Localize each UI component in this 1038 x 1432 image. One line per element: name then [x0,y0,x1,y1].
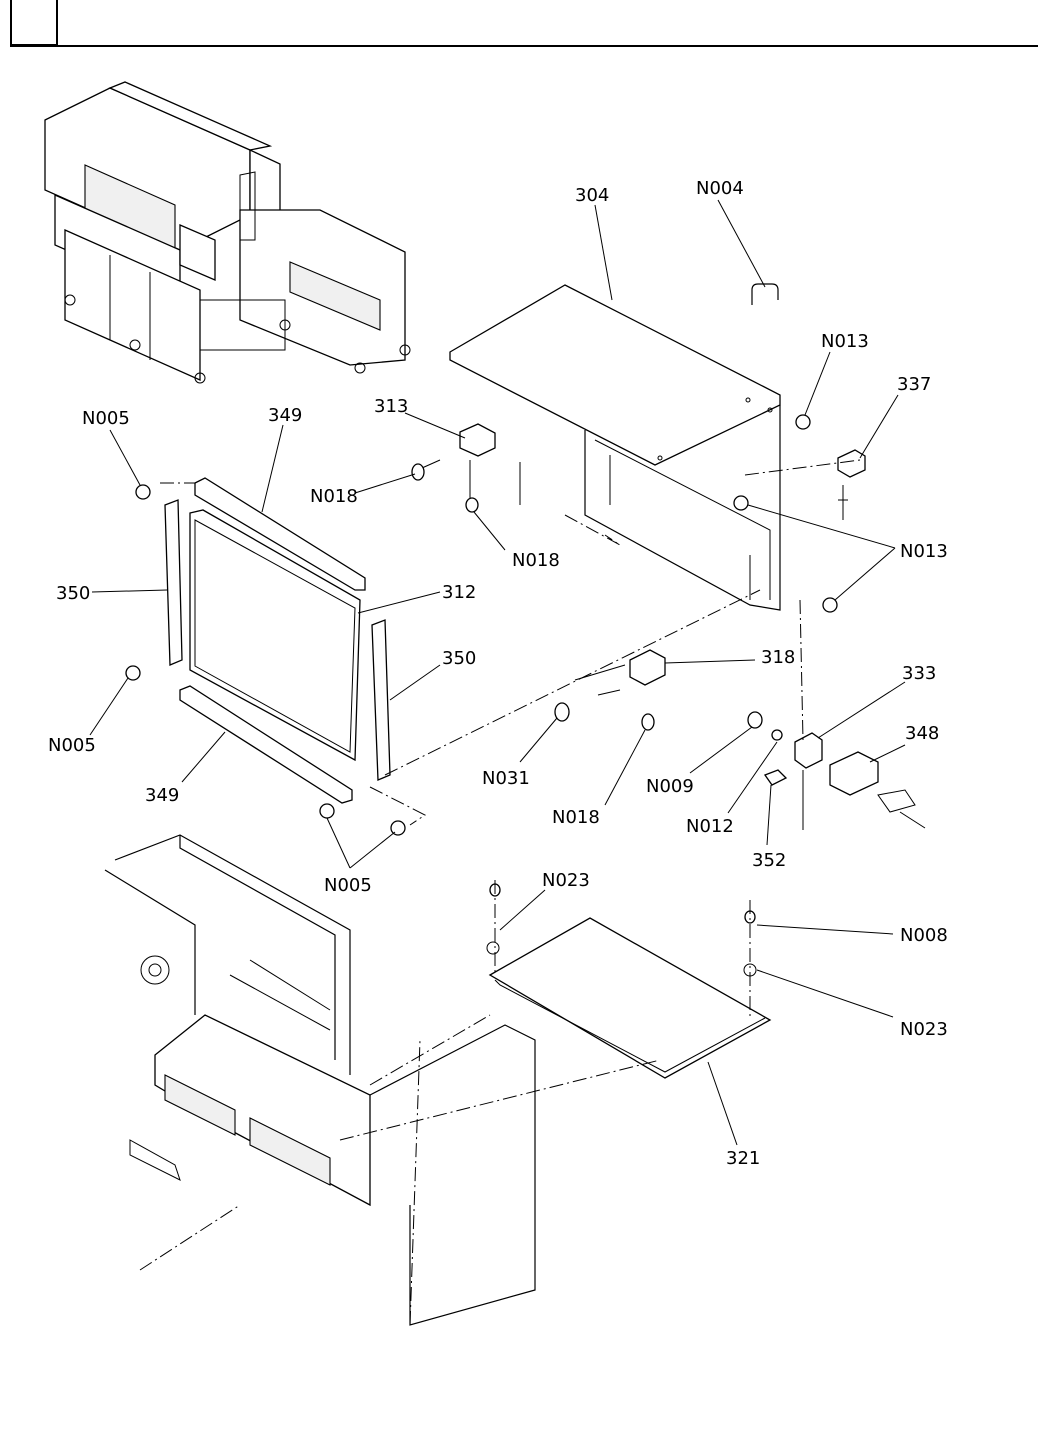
part-N013-knobs [734,415,837,612]
label-N018: N018 [310,486,358,507]
label-348: 348 [905,723,939,744]
part-318-hinge [630,650,665,685]
label-313: 313 [374,396,408,417]
machine-overview-drawing [45,82,410,383]
part-352-block [765,770,786,785]
part-350-right-rail [372,620,390,780]
label-312: 312 [442,582,476,603]
part-N004-hook [752,284,778,305]
label-350: 350 [56,583,90,604]
label-N023: N023 [542,870,590,891]
part-337-bracket [838,450,865,477]
label-318: 318 [761,647,795,668]
label-N005: N005 [324,875,372,896]
part-350-left-rail [165,500,182,665]
label-333: 333 [902,663,936,684]
label-N018: N018 [512,550,560,571]
label-N009: N009 [646,776,694,797]
label-349: 349 [145,785,179,806]
label-N008: N008 [900,925,948,946]
label-N005: N005 [48,735,96,756]
label-N013: N013 [821,331,869,352]
label-N023: N023 [900,1019,948,1040]
part-304-top-cover [450,285,780,610]
label-N004: N004 [696,178,744,199]
label-N018: N018 [552,807,600,828]
label-N013: N013 [900,541,948,562]
part-313-hinge-bracket [460,424,495,456]
part-333-bracket [795,733,822,768]
label-337: 337 [897,374,931,395]
label-321: 321 [726,1148,760,1169]
lower-frame-drawing [105,835,535,1325]
label-352: 352 [752,850,786,871]
label-N005: N005 [82,408,130,429]
part-348-cover [830,752,878,795]
label-304: 304 [575,185,609,206]
label-N012: N012 [686,816,734,837]
label-N031: N031 [482,768,530,789]
label-349: 349 [268,405,302,426]
label-350: 350 [442,648,476,669]
